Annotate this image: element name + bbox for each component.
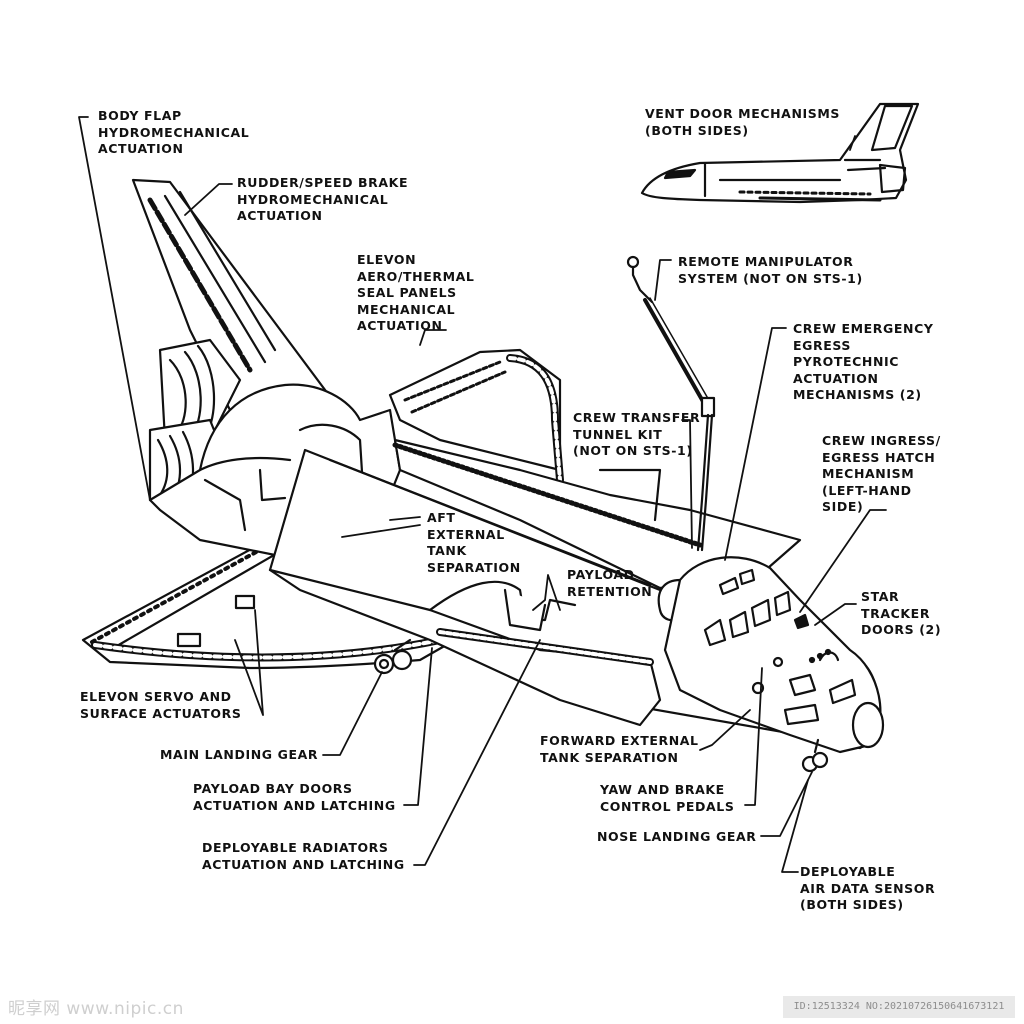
main-engines — [148, 338, 242, 502]
forward-fuselage — [663, 556, 882, 754]
main-landing-gear-label: MAIN LANDING GEAR — [160, 747, 319, 762]
remote-manipulator-arm — [626, 255, 716, 552]
orbiter-cutaway — [81, 178, 885, 773]
watermark-id: ID:12513324 NO:20210726150641673121 — [783, 996, 1015, 1018]
mini-orbiter-side-view — [640, 102, 920, 204]
leader-lines — [78, 116, 887, 873]
payload-bay-door-lower — [268, 568, 662, 727]
nose-landing-gear-label: NOSE LANDING GEAR — [597, 829, 757, 844]
landing-gear — [373, 638, 829, 773]
right-wing — [388, 348, 562, 472]
vent-door-label: VENT DOOR MECHANISMS(BOTH SIDES) — [645, 106, 841, 138]
watermark-site: 昵享网 www.nipic.cn — [8, 999, 184, 1019]
